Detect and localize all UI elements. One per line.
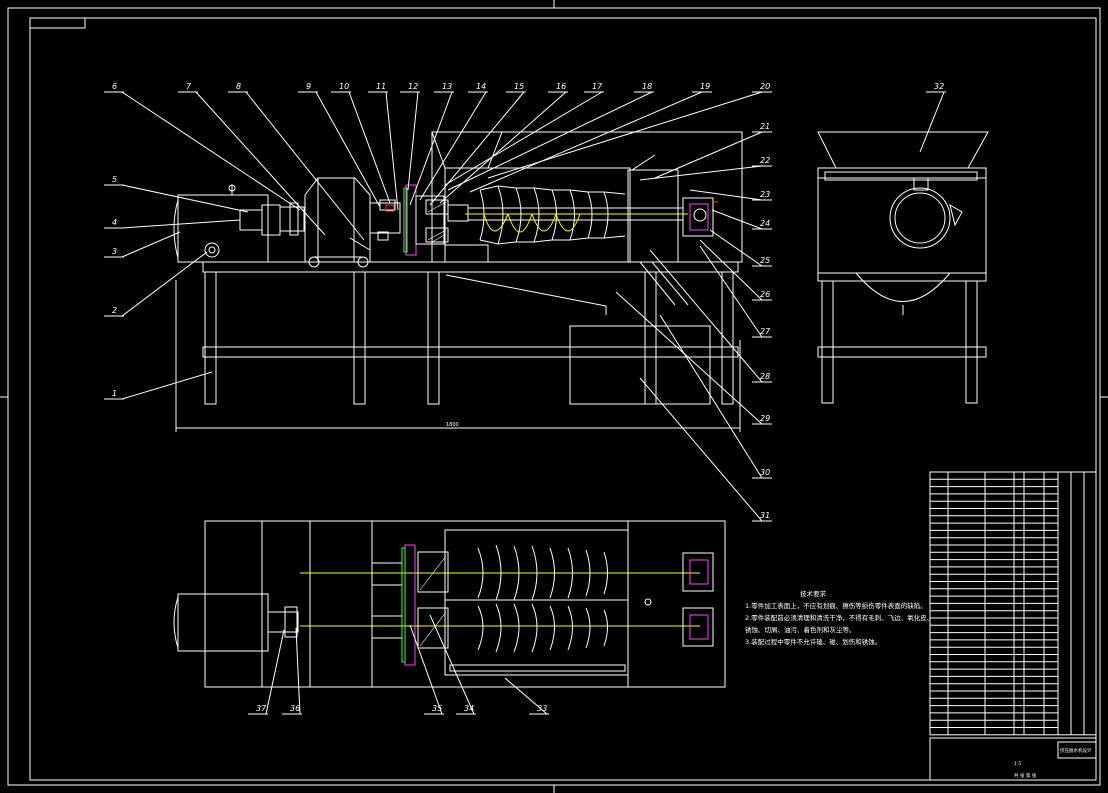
leader-line-13 <box>409 91 453 206</box>
title-block-drawing-title: 挤压脱水机设计 <box>1060 747 1092 754</box>
leader-line-33 <box>504 677 548 715</box>
leader-line-29 <box>615 291 763 425</box>
leader-line-11 <box>385 91 399 211</box>
part-label-21: 21 <box>760 122 770 131</box>
part-label-6: 6 <box>112 82 117 91</box>
leader-line-28 <box>649 249 763 383</box>
leader-line-7 <box>195 91 326 236</box>
leader-line-34 <box>429 614 475 715</box>
part-label-2: 2 <box>112 306 117 315</box>
part-label-30: 30 <box>760 468 770 477</box>
part-label-24: 24 <box>760 219 770 228</box>
tech-req-line-3: 锈蚀、切屑、油污、着色剂和灰尘等。 <box>745 625 856 634</box>
tech-req-line-2: 2.零件装配前必须清理和清洗干净，不得有毛刺、飞边、氧化皮、 <box>745 613 933 622</box>
leader-line-32 <box>919 91 945 153</box>
leader-line-6 <box>121 91 301 211</box>
part-label-18: 18 <box>642 82 652 91</box>
side-view <box>817 131 989 404</box>
leader-line-1 <box>121 371 213 400</box>
part-label-32: 32 <box>934 82 944 91</box>
part-label-36: 36 <box>290 704 300 713</box>
part-label-15: 15 <box>514 82 524 91</box>
leader-line-17 <box>444 91 603 186</box>
leader-line-36 <box>295 627 301 715</box>
part-label-3: 3 <box>112 247 117 256</box>
leader-line-30 <box>659 314 763 479</box>
part-label-12: 12 <box>408 82 418 91</box>
leader-line-25 <box>709 229 763 267</box>
title-block-sheet: 共 张 第 张 <box>1014 772 1037 779</box>
tech-req-title: 技术要求 <box>800 589 827 598</box>
leader-line-26 <box>699 239 763 301</box>
part-label-19: 19 <box>700 82 710 91</box>
leader-line-8 <box>245 91 365 241</box>
leader-line-18 <box>447 91 653 191</box>
leader-line-9 <box>315 91 381 208</box>
leader-line-10 <box>348 91 391 204</box>
part-label-16: 16 <box>556 82 566 91</box>
part-label-14: 14 <box>476 82 486 91</box>
tech-req-line-1: 1.零件加工表面上，不应有划痕、擦伤等损伤零件表面的缺陷。 <box>745 601 927 610</box>
part-label-7: 7 <box>186 82 192 91</box>
leader-line-4 <box>121 219 241 229</box>
leader-line-16 <box>439 91 567 204</box>
leader-line-19 <box>469 91 703 193</box>
top-view <box>173 520 726 688</box>
part-label-11: 11 <box>376 82 386 91</box>
part-label-20: 20 <box>760 82 770 91</box>
top-left-tag <box>29 17 86 29</box>
front-view: 1800 <box>173 131 743 432</box>
leader-line-21 <box>654 131 763 179</box>
leader-line-35 <box>409 624 443 715</box>
leader-line-15 <box>429 91 525 206</box>
part-label-35: 35 <box>432 704 442 713</box>
part-label-37: 37 <box>256 704 267 713</box>
title-block: 挤压脱水机设计 1:5 共 张 第 张 <box>929 737 1097 781</box>
part-label-4: 4 <box>112 218 117 227</box>
part-label-1: 1 <box>112 389 117 398</box>
part-label-13: 13 <box>442 82 452 91</box>
leader-line-27 <box>699 245 763 338</box>
part-label-9: 9 <box>306 82 311 91</box>
part-label-27: 27 <box>760 327 771 336</box>
leader-line-37 <box>265 629 285 715</box>
part-label-25: 25 <box>760 256 770 265</box>
part-label-10: 10 <box>339 82 349 91</box>
leader-line-3 <box>121 231 181 258</box>
title-block-scale: 1:5 <box>1014 761 1021 767</box>
part-label-26: 26 <box>760 290 770 299</box>
part-label-17: 17 <box>592 82 603 91</box>
part-label-8: 8 <box>236 82 241 91</box>
leader-line-5 <box>121 184 249 213</box>
part-label-28: 28 <box>760 372 770 381</box>
part-label-31: 31 <box>760 511 770 520</box>
technical-requirements: 技术要求 1.零件加工表面上，不应有划痕、擦伤等损伤零件表面的缺陷。 2.零件装… <box>745 589 933 646</box>
part-label-33: 33 <box>537 704 547 713</box>
part-label-34: 34 <box>464 704 474 713</box>
leader-line-2 <box>121 251 208 317</box>
inner-frame <box>29 17 1097 781</box>
screw-flights-front <box>479 185 626 245</box>
tech-req-line-4: 3.装配过程中零件不允许磕、碰、划伤和锈蚀。 <box>745 637 881 646</box>
part-label-29: 29 <box>760 414 770 423</box>
part-label-23: 23 <box>760 190 770 199</box>
screw-flights-top <box>477 544 608 653</box>
leader-line-24 <box>711 209 763 230</box>
part-label-5: 5 <box>112 175 117 184</box>
overall-dimension: 1800 <box>446 422 459 428</box>
leader-line-23 <box>689 189 763 201</box>
leader-line-31 <box>639 377 763 522</box>
leader-line-22 <box>639 165 763 181</box>
leader-line-20 <box>487 91 763 179</box>
leader-line-14 <box>419 91 487 201</box>
parts-list <box>929 471 1097 736</box>
part-label-22: 22 <box>760 156 770 165</box>
leader-line-12 <box>407 91 419 191</box>
